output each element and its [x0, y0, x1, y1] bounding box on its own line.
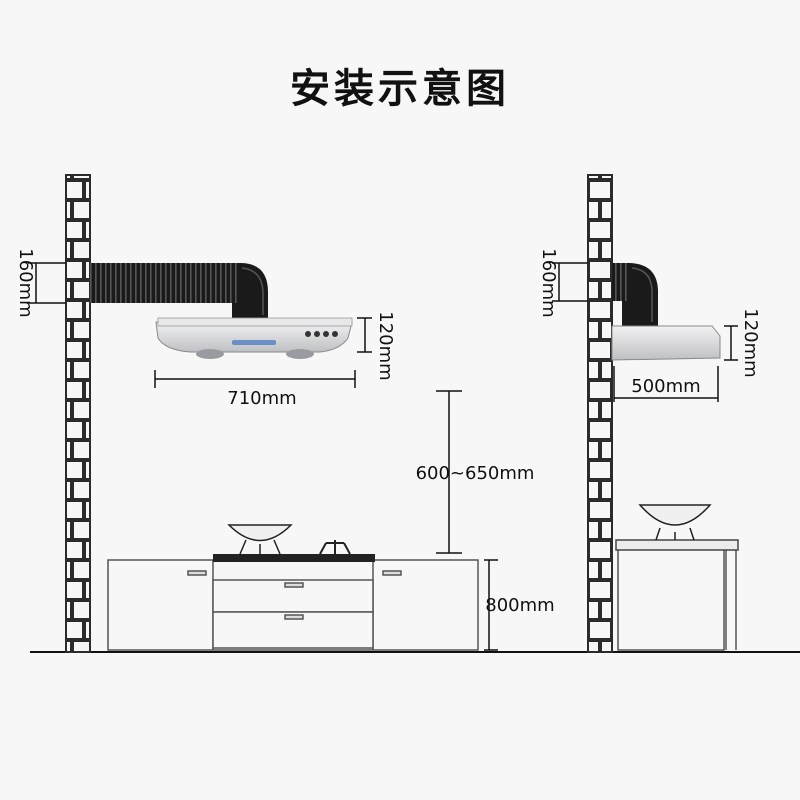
right-duct	[612, 263, 658, 326]
cabinet-height-label: 800mm	[485, 595, 554, 616]
hood-button	[314, 331, 320, 337]
diagram-title: 安装示意图	[290, 66, 510, 112]
right-brick-wall	[587, 174, 613, 653]
cabinet-height-dimension	[484, 559, 498, 651]
clearance-dimension	[436, 390, 462, 554]
right-hood-width-label: 500mm	[631, 376, 700, 397]
clearance-label: 600~650mm	[416, 463, 535, 484]
left-hood-height-dimension	[357, 317, 372, 353]
hood-light-panel	[232, 340, 276, 345]
burner-icon	[319, 540, 351, 555]
right-duct-dimension	[552, 262, 588, 302]
wok-icon	[638, 504, 712, 541]
left-brick-wall	[65, 174, 91, 653]
hood-button	[323, 331, 329, 337]
wok-icon	[227, 524, 293, 555]
left-hood-width-label: 710mm	[227, 388, 296, 409]
hood-button	[305, 331, 311, 337]
right-cabinet	[617, 547, 737, 651]
left-duct	[90, 263, 268, 318]
left-hood-height-label: 120mm	[375, 311, 396, 380]
left-range-hood	[155, 317, 353, 359]
left-duct-label: 160mm	[15, 248, 36, 317]
right-duct-label: 160mm	[538, 248, 559, 317]
right-countertop	[615, 539, 739, 551]
right-range-hood	[611, 325, 721, 361]
left-hood-width-dimension	[154, 370, 356, 388]
left-cabinet	[107, 559, 479, 651]
right-hood-height-dimension	[724, 325, 738, 361]
left-countertop	[213, 554, 375, 562]
right-hood-width-dimension	[613, 366, 719, 402]
hood-button	[332, 331, 338, 337]
left-duct-dimension	[28, 262, 66, 304]
right-hood-height-label: 120mm	[740, 308, 761, 377]
